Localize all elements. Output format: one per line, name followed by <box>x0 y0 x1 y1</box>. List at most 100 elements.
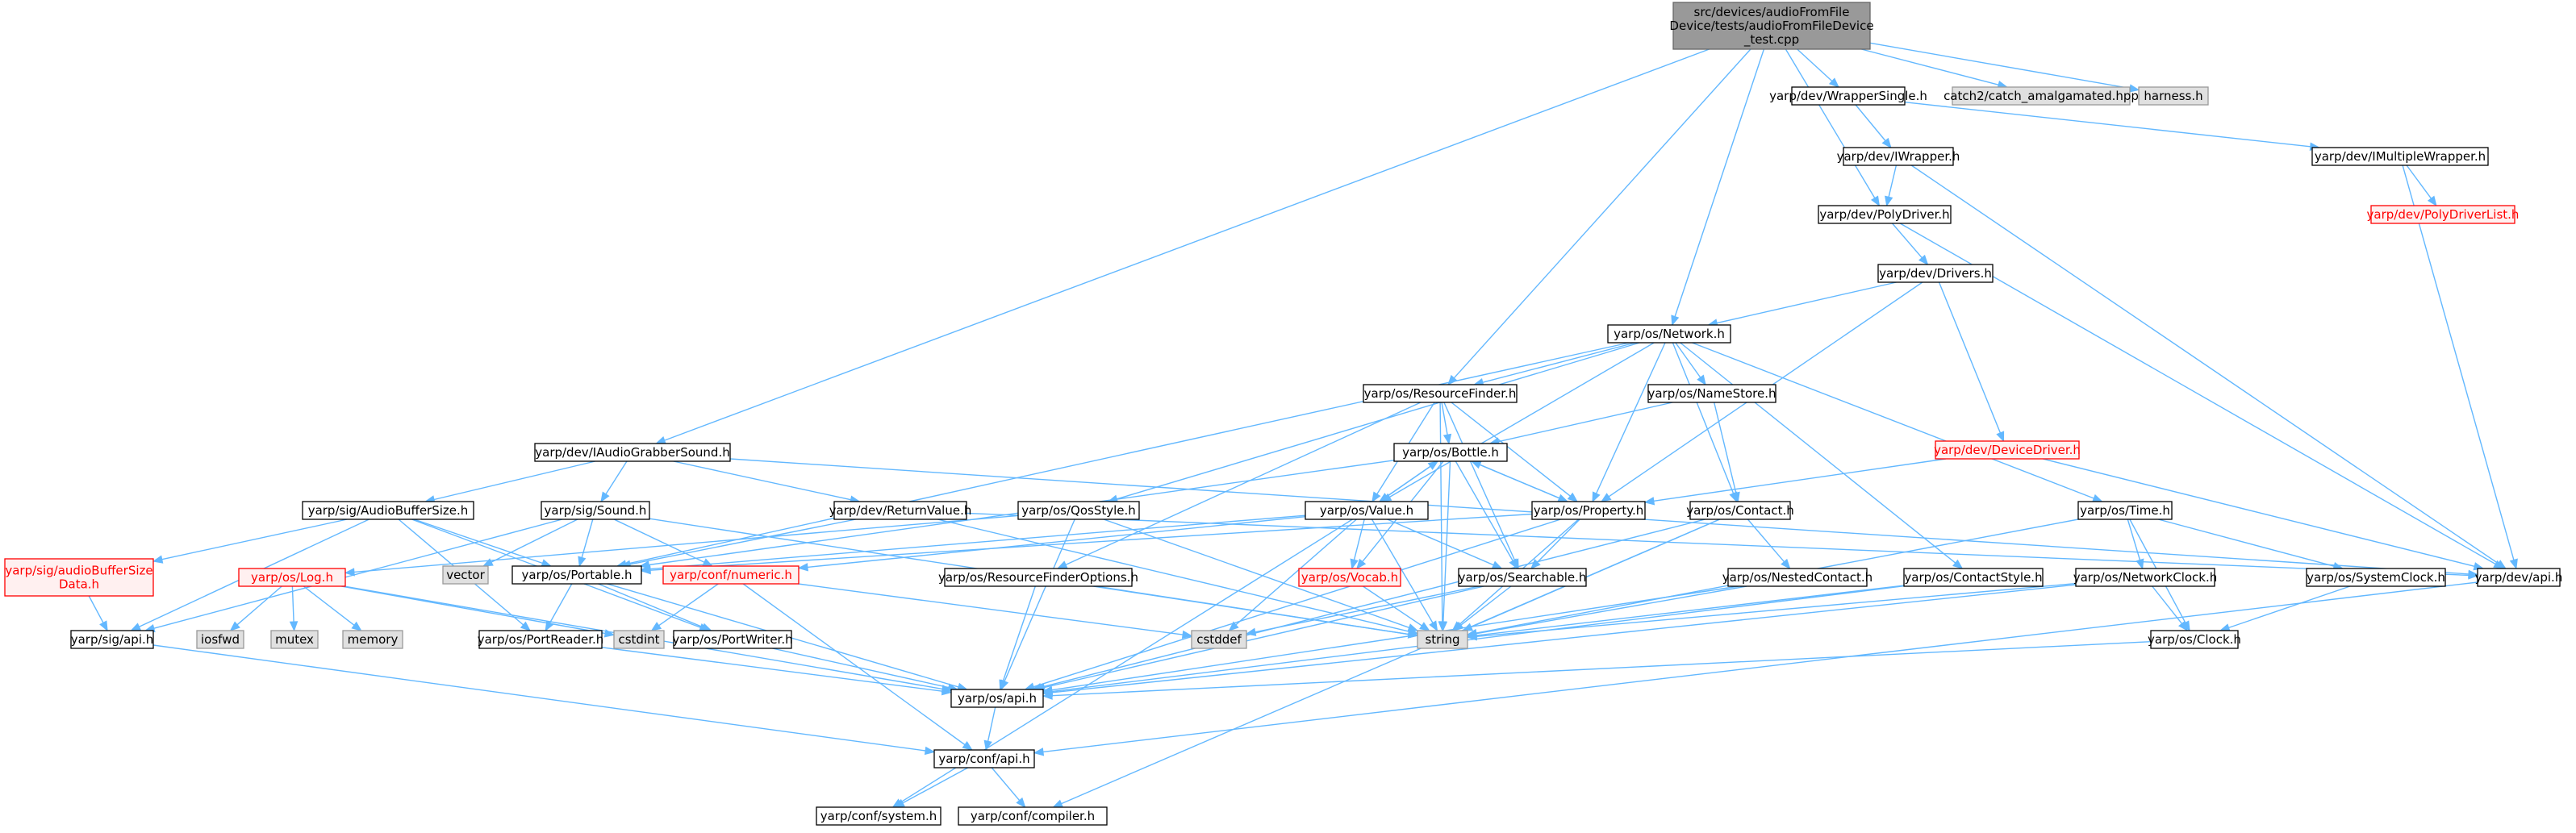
node-box <box>534 443 731 462</box>
node-vocab[interactable]: yarp/os/Vocab.h <box>1298 568 1401 587</box>
node-namestore[interactable]: yarp/os/NameStore.h <box>1647 384 1776 403</box>
node-portable[interactable]: yarp/os/Portable.h <box>511 565 642 585</box>
edge-line <box>1117 342 1640 500</box>
edge-line <box>598 583 703 628</box>
node-nestedcontact[interactable]: yarp/os/NestedContact.h <box>1722 568 1873 587</box>
edge-line <box>1476 585 1747 635</box>
edge-property-to-portable <box>640 513 1533 575</box>
node-label: yarp/os/Property.h <box>1534 503 1643 518</box>
node-devicedriver[interactable]: yarp/dev/DeviceDriver.h <box>1934 440 2081 460</box>
edge-line <box>1716 281 1897 324</box>
edge-line <box>1096 585 1409 635</box>
node-wrappersingle[interactable]: yarp/dev/WrapperSingle.h <box>1769 86 1927 106</box>
node-label: yarp/os/Vocab.h <box>1301 570 1398 585</box>
node-box <box>1935 440 2080 460</box>
node-box <box>950 689 1044 708</box>
edge-portable-to-portreader <box>545 583 573 632</box>
node-polydriver[interactable]: yarp/dev/PolyDriver.h <box>1818 205 1952 224</box>
edge-line <box>798 583 1184 635</box>
node-cstddef: cstddef <box>1191 630 1247 649</box>
node-log[interactable]: yarp/os/Log.h <box>238 568 346 587</box>
node-resourcefinder[interactable]: yarp/os/ResourceFinder.h <box>1363 384 1518 403</box>
edge-network-to-namestore <box>1675 342 1706 386</box>
edge-line <box>1476 585 1905 636</box>
node-portwriter[interactable]: yarp/os/PortWriter.h <box>672 630 793 649</box>
edge-line <box>1888 165 1898 198</box>
node-label: yarp/dev/ReturnValue.h <box>829 503 972 518</box>
node-audiobuffersize[interactable]: yarp/sig/AudioBufferSize.h <box>302 501 474 520</box>
node-time[interactable]: yarp/os/Time.h <box>2077 501 2173 520</box>
node-returnvalue[interactable]: yarp/dev/ReturnValue.h <box>829 501 972 520</box>
node-box <box>944 568 1133 587</box>
edge-line <box>1051 585 1739 691</box>
arrowhead-icon <box>1438 621 1448 632</box>
node-box <box>2150 630 2239 649</box>
node-compiler[interactable]: yarp/conf/compiler.h <box>958 806 1108 826</box>
node-vector: vector <box>442 565 489 585</box>
node-box <box>1727 568 1868 587</box>
node-contactstyle[interactable]: yarp/os/ContactStyle.h <box>1903 568 2044 587</box>
node-box <box>2306 568 2446 587</box>
arrowhead-icon <box>1429 620 1438 632</box>
arrowhead-icon <box>1052 799 1064 808</box>
arrowhead-icon <box>640 565 651 575</box>
edge-line <box>1371 519 1434 623</box>
node-drivers[interactable]: yarp/dev/Drivers.h <box>1877 264 1994 283</box>
arrowhead-icon <box>545 620 554 632</box>
node-box <box>1191 630 1247 649</box>
edge-searchable-to-string <box>1453 585 1512 631</box>
node-numeric[interactable]: yarp/conf/numeric.h <box>662 565 800 585</box>
arrowhead-icon <box>289 621 299 632</box>
edge-line <box>491 519 578 563</box>
node-property[interactable]: yarp/os/Property.h <box>1531 501 1646 520</box>
node-contact[interactable]: yarp/os/Contact.h <box>1686 501 1794 520</box>
edge-vocab-to-string <box>1363 585 1430 631</box>
node-polydriverlist[interactable]: yarp/dev/PolyDriverList.h <box>2367 205 2520 224</box>
edge-line <box>2042 458 2475 567</box>
edge-portwriter-to-osapi <box>772 648 958 692</box>
edge-line <box>966 512 2470 577</box>
node-box <box>1417 630 1468 649</box>
node-memory: memory <box>342 630 403 649</box>
node-system[interactable]: yarp/conf/system.h <box>816 806 941 826</box>
node-box <box>1903 568 2044 587</box>
node-box <box>442 565 489 585</box>
node-searchable[interactable]: yarp/os/Searchable.h <box>1458 568 1587 587</box>
arrowhead-icon <box>1828 77 1839 88</box>
edge-line <box>1797 48 1833 82</box>
node-confapi[interactable]: yarp/conf/api.h <box>933 749 1035 768</box>
edge-log-to-mutex <box>289 585 299 632</box>
node-label: src/devices/audioFromFile <box>1694 5 1850 19</box>
node-bottle[interactable]: yarp/os/Bottle.h <box>1393 443 1508 462</box>
node-box <box>1672 2 1871 50</box>
node-iaudiograbber[interactable]: yarp/dev/IAudioGrabberSound.h <box>534 443 731 462</box>
edge-time-to-systemclock <box>2158 519 2344 571</box>
node-systemclock[interactable]: yarp/os/SystemClock.h <box>2306 568 2446 587</box>
node-qosstyle[interactable]: yarp/os/QosStyle.h <box>1017 501 1140 520</box>
node-clock[interactable]: yarp/os/Clock.h <box>2148 630 2241 649</box>
node-box <box>2075 568 2215 587</box>
node-devapi[interactable]: yarp/dev/api.h <box>2475 568 2563 587</box>
edge-confapi-to-system <box>894 767 969 808</box>
node-iwrapper[interactable]: yarp/dev/IWrapper.h <box>1837 147 1960 166</box>
node-osapi[interactable]: yarp/os/api.h <box>950 689 1044 708</box>
node-network[interactable]: yarp/os/Network.h <box>1607 324 1731 344</box>
node-portreader[interactable]: yarp/os/PortReader.h <box>478 630 604 649</box>
edge-drivers-to-devicedriver <box>1938 281 2005 443</box>
node-sigapi[interactable]: yarp/sig/api.h <box>70 630 154 649</box>
node-networkclock[interactable]: yarp/os/NetworkClock.h <box>2073 568 2218 587</box>
node-box <box>2138 86 2209 106</box>
edge-resourcefinderoptions-to-osapi <box>999 585 1036 691</box>
node-imultiplewrapper[interactable]: yarp/dev/IMultipleWrapper.h <box>2311 147 2489 166</box>
arrowhead-icon <box>1427 460 1439 470</box>
edge-confapi-to-compiler <box>991 767 1026 809</box>
node-root[interactable]: src/devices/audioFromFileDevice/tests/au… <box>1669 2 1874 50</box>
node-resourcefinderoptions[interactable]: yarp/os/ResourceFinderOptions.h <box>938 568 1138 587</box>
node-box <box>1607 324 1731 344</box>
node-value[interactable]: yarp/os/Value.h <box>1305 501 1429 520</box>
edge-osapi-to-confapi <box>983 706 996 752</box>
edge-searchable-to-cstddef <box>1245 585 1480 636</box>
node-box <box>1843 147 1954 166</box>
node-sound[interactable]: yarp/sig/Sound.h <box>541 501 650 520</box>
